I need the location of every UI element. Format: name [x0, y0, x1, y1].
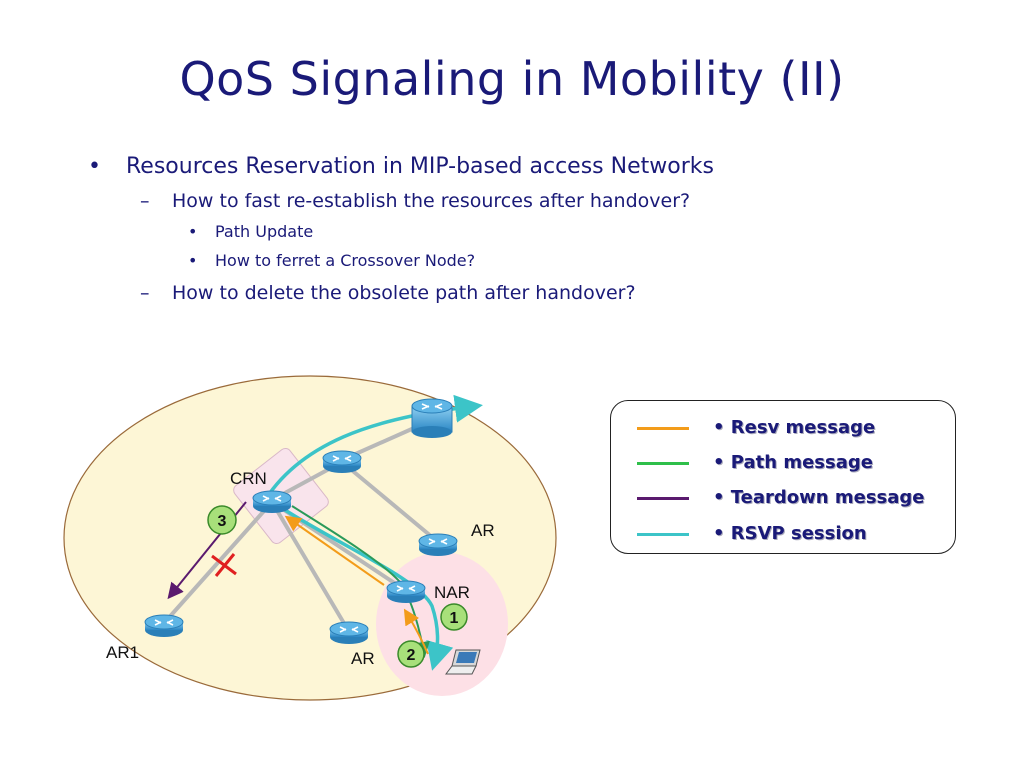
legend-swatch — [637, 533, 689, 536]
bullet-mark: • — [188, 251, 198, 270]
crn-router-icon — [252, 490, 292, 514]
crn-label: CRN — [230, 469, 267, 488]
bullet-text: How to ferret a Crossover Node? — [215, 251, 476, 270]
legend-label: • Resv message — [713, 417, 876, 438]
bullet-mark: • — [88, 154, 101, 179]
nar-router-icon — [386, 580, 426, 604]
ar-label: AR — [471, 521, 495, 540]
legend: • Resv message • Path message • Teardown… — [610, 400, 956, 554]
dash-mark: – — [140, 190, 150, 212]
bullet-text: Resources Reservation in MIP-based acces… — [126, 154, 714, 179]
legend-item-path: • Path message — [611, 450, 957, 480]
legend-item-teardown: • Teardown message — [611, 485, 957, 515]
resv-message-local-arrow — [403, 608, 429, 655]
step-number: 3 — [218, 513, 227, 530]
path-message-arrow — [291, 505, 430, 658]
legend-label: • RSVP session — [713, 523, 867, 544]
legend-swatch — [637, 497, 689, 500]
bullet-text: How to fast re-establish the resources a… — [172, 190, 691, 212]
bullet-text: Path Update — [215, 222, 314, 241]
router-icon — [322, 450, 362, 474]
legend-item-resv: • Resv message — [611, 415, 957, 445]
step-badge-2: 2 — [397, 640, 425, 668]
legend-item-rsvp: • RSVP session — [611, 521, 957, 551]
dash-mark: – — [140, 282, 150, 304]
step-badge-1: 1 — [440, 603, 468, 631]
legend-label: • Teardown message — [713, 487, 925, 508]
ar1-router-icon — [144, 614, 184, 638]
step-number: 1 — [450, 610, 459, 627]
legend-label: • Path message — [713, 452, 873, 473]
ar-router-icon — [329, 621, 369, 645]
bullet-text: How to delete the obsolete path after ha… — [172, 282, 636, 304]
nar-label: NAR — [434, 583, 470, 602]
ar-router-icon — [418, 533, 458, 557]
resv-message-arrow — [284, 515, 385, 586]
page-title: QoS Signaling in Mobility (II) — [179, 52, 845, 106]
legend-swatch — [637, 462, 689, 465]
step-number: 2 — [407, 647, 416, 664]
legend-swatch — [637, 427, 689, 430]
step-badge-3: 3 — [207, 505, 237, 535]
core-router-icon — [411, 398, 453, 439]
ar1-label: AR1 — [106, 643, 139, 662]
teardown-cross-icon — [211, 553, 237, 577]
bullet-mark: • — [188, 222, 198, 241]
laptop-icon — [445, 649, 481, 675]
ar-label: AR — [351, 649, 375, 668]
